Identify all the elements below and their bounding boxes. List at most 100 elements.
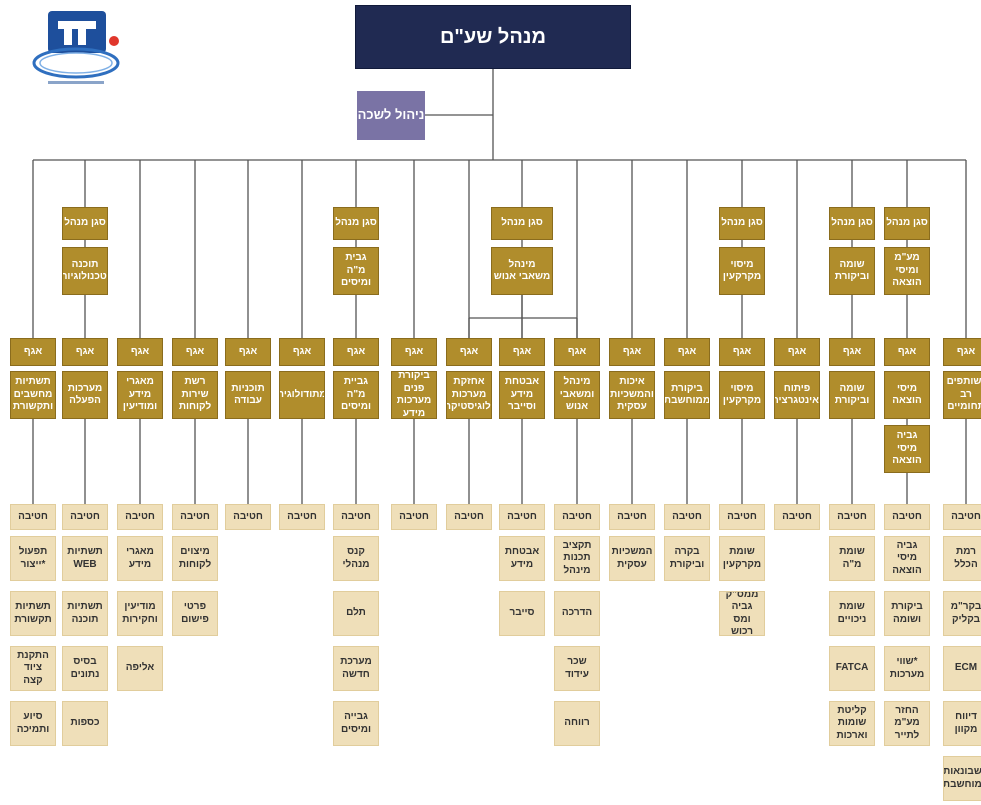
division-label: חטיבה	[609, 504, 655, 530]
department-label: אגף	[10, 338, 56, 366]
team-box: התקנת ציוד קצה	[10, 646, 56, 691]
department-name: *שותפים רב תחומיים	[943, 371, 981, 419]
deputy-title: שומה וביקורת	[829, 247, 875, 295]
deputy-label: סגן מנהל	[333, 207, 379, 240]
team-box: מערכת חדשה	[333, 646, 379, 691]
division-label: חטיבה	[446, 504, 492, 530]
division-label: חטיבה	[225, 504, 271, 530]
team-box: חשבונאות ממוחשבת	[943, 756, 981, 801]
team-box: FATCA	[829, 646, 875, 691]
department-name: ביקורת ממוחשבת	[664, 371, 710, 419]
team-box: בקר"מ בקליק	[943, 591, 981, 636]
team-box: גבייה ומיסים	[333, 701, 379, 746]
department-name-extra: גביה מיסי הוצאה	[884, 425, 930, 473]
team-box: תשתיות WEB	[62, 536, 108, 581]
department-name: מיסוי מקרקעין	[719, 371, 765, 419]
department-name: אחזקת מערכות ולוגיסטיקה	[446, 371, 492, 419]
department-name: מיסי הוצאה	[884, 371, 930, 419]
division-label: חטיבה	[10, 504, 56, 530]
team-box: קליטת שומות וארכות	[829, 701, 875, 746]
team-box: המשכיות עסקית	[609, 536, 655, 581]
department-label: אגף	[609, 338, 655, 366]
department-name: שומה וביקורת	[829, 371, 875, 419]
team-box: רווחה	[554, 701, 600, 746]
department-name: פיתוח ואינטגרציה	[774, 371, 820, 419]
team-box: מיצוים לקוחות	[172, 536, 218, 581]
team-box: כספות	[62, 701, 108, 746]
department-name: אבטחת מידע וסייבר	[499, 371, 545, 419]
director-box: מנהל שע"ם	[355, 5, 631, 69]
deputy-title: מיסוי מקרקעין	[719, 247, 765, 295]
division-label: חטיבה	[774, 504, 820, 530]
division-label: חטיבה	[172, 504, 218, 530]
team-box: בקרה וביקורת	[664, 536, 710, 581]
deputy-label: סגן מנהל	[829, 207, 875, 240]
team-box: תפעול *ייצור	[10, 536, 56, 581]
department-label: אגף	[554, 338, 600, 366]
department-name: תשתיות מחשבים ותקשורת	[10, 371, 56, 419]
deputy-label: סגן מנהל	[491, 207, 553, 240]
department-label: אגף	[225, 338, 271, 366]
division-label: חטיבה	[333, 504, 379, 530]
division-label: חטיבה	[554, 504, 600, 530]
department-name: מתודולוגיה	[279, 371, 325, 419]
team-box: אליפה	[117, 646, 163, 691]
department-label: אגף	[884, 338, 930, 366]
team-box: שכר עידוד	[554, 646, 600, 691]
department-name: איכות והמשכיות עסקית	[609, 371, 655, 419]
team-box: שומת מ"ה	[829, 536, 875, 581]
deputy-title: תוכנה וטכנולוגיות	[62, 247, 108, 295]
department-name: תוכניות עבודה	[225, 371, 271, 419]
department-label: אגף	[279, 338, 325, 366]
department-name: מאגרי מידע ומודיעין	[117, 371, 163, 419]
team-box: *שווי מערכות	[884, 646, 930, 691]
team-box: פרטי פישום	[172, 591, 218, 636]
department-label: אגף	[943, 338, 981, 366]
division-label: חטיבה	[391, 504, 437, 530]
department-name: רשת שירות לקוחות	[172, 371, 218, 419]
team-box: גביה מיסי הוצאה	[884, 536, 930, 581]
team-box: דיווח מקוון	[943, 701, 981, 746]
department-name: גביית מ"ה ומיסים	[333, 371, 379, 419]
department-label: אגף	[333, 338, 379, 366]
deputy-title: גבית מ"ה ומיסים	[333, 247, 379, 295]
department-label: אגף	[829, 338, 875, 366]
department-label: אגף	[446, 338, 492, 366]
team-box: תקציב תכנות מינהל	[554, 536, 600, 581]
division-label: חטיבה	[499, 504, 545, 530]
team-box: שומת מקרקעין	[719, 536, 765, 581]
team-box: מודיעין וחקירות	[117, 591, 163, 636]
team-box: שומת ניכויים	[829, 591, 875, 636]
department-label: אגף	[391, 338, 437, 366]
division-label: חטיבה	[829, 504, 875, 530]
deputy-label: סגן מנהל	[62, 207, 108, 240]
team-box: קנס מנהלי	[333, 536, 379, 581]
team-box: ממס"ק גביה ומס רכוש	[719, 591, 765, 636]
team-box: סיוע ותמיכה	[10, 701, 56, 746]
team-box: רמת הכלל	[943, 536, 981, 581]
team-box: תשתיות תוכנה	[62, 591, 108, 636]
team-box: תלם	[333, 591, 379, 636]
deputy-label: סגן מנהל	[884, 207, 930, 240]
division-label: חטיבה	[117, 504, 163, 530]
team-box: ECM	[943, 646, 981, 691]
division-label: חטיבה	[279, 504, 325, 530]
division-label: חטיבה	[943, 504, 981, 530]
division-label: חטיבה	[62, 504, 108, 530]
office-management-box: ניהול לשכה	[357, 91, 425, 140]
deputy-title: מינהל משאבי אנוש	[491, 247, 553, 295]
department-label: אגף	[664, 338, 710, 366]
team-box: אבטחת מידע	[499, 536, 545, 581]
department-name: מינהל ומשאבי אנוש	[554, 371, 600, 419]
deputy-label: סגן מנהל	[719, 207, 765, 240]
division-label: חטיבה	[664, 504, 710, 530]
department-name: ביקורת פנים מערכות מידע	[391, 371, 437, 419]
organization-logo	[32, 11, 120, 84]
department-name: מערכות הפעלה	[62, 371, 108, 419]
team-box: בסיס נתונים	[62, 646, 108, 691]
department-label: אגף	[62, 338, 108, 366]
division-label: חטיבה	[884, 504, 930, 530]
department-label: אגף	[117, 338, 163, 366]
team-box: החזר מע"מ לתייר	[884, 701, 930, 746]
team-box: הדרכה	[554, 591, 600, 636]
